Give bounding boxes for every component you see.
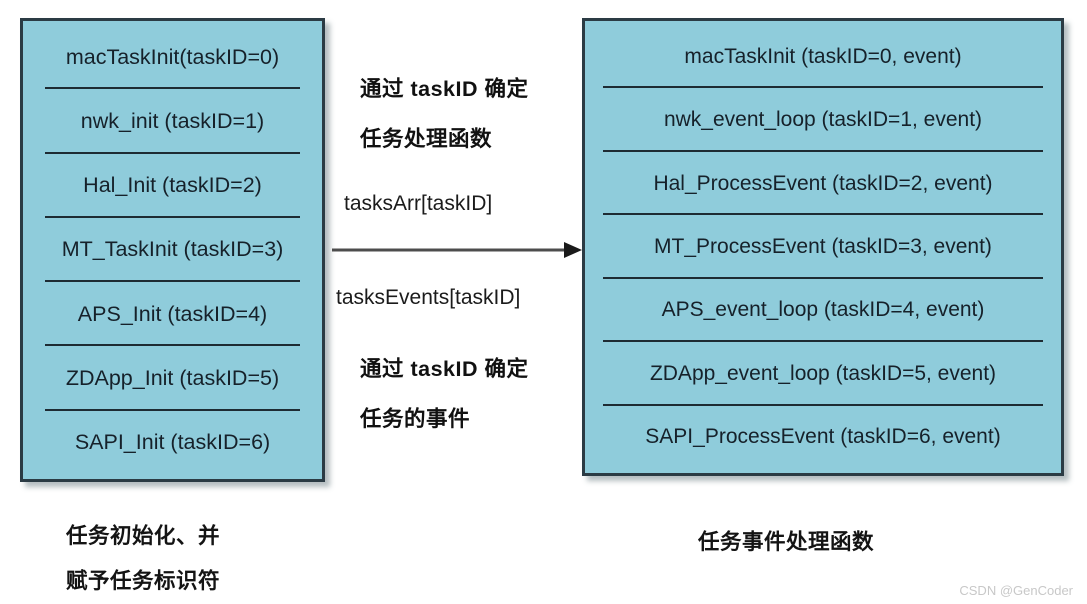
annotation-tasks-arr: tasksArr[taskID] bbox=[344, 192, 493, 215]
task-row: APS_Init (taskID=4) bbox=[23, 282, 322, 347]
annotation-tasks-events: tasksEvents[taskID] bbox=[336, 286, 521, 309]
task-row: nwk_init (taskID=1) bbox=[23, 89, 322, 154]
task-row: ZDApp_event_loop (taskID=5, event) bbox=[585, 342, 1061, 406]
task-row: Hal_Init (taskID=2) bbox=[23, 154, 322, 219]
caption-right: 任务事件处理函数 bbox=[698, 530, 875, 554]
annotation-bottom-line-2: 任务的事件 bbox=[360, 407, 471, 431]
annotation-bottom-line-1: 通过 taskID 确定 bbox=[360, 357, 529, 381]
task-row: Hal_ProcessEvent (taskID=2, event) bbox=[585, 152, 1061, 216]
watermark: CSDN @GenCoder bbox=[959, 583, 1073, 598]
task-row: APS_event_loop (taskID=4, event) bbox=[585, 279, 1061, 343]
task-row: ZDApp_Init (taskID=5) bbox=[23, 346, 322, 411]
task-row: macTaskInit (taskID=0, event) bbox=[585, 25, 1061, 89]
task-event-handler-box: macTaskInit (taskID=0, event) nwk_event_… bbox=[582, 18, 1064, 476]
caption-left-line-2: 赋予任务标识符 bbox=[66, 569, 221, 593]
caption-left-line-1: 任务初始化、并 bbox=[66, 524, 221, 548]
task-row: SAPI_Init (taskID=6) bbox=[74, 430, 271, 455]
task-row: nwk_event_loop (taskID=1, event) bbox=[585, 88, 1061, 153]
task-row: MT_ProcessEvent (taskID=3, event) bbox=[585, 215, 1061, 280]
flow-arrow-icon bbox=[332, 242, 582, 258]
annotation-top-line-2: 任务处理函数 bbox=[360, 127, 493, 151]
task-init-box: macTaskInit(taskID=0) nwk_init (taskID=1… bbox=[20, 18, 325, 482]
annotation-top-line-1: 通过 taskID 确定 bbox=[360, 77, 529, 101]
task-row: MT_TaskInit (taskID=3) bbox=[23, 218, 322, 283]
task-row: macTaskInit(taskID=0) bbox=[23, 25, 322, 90]
task-row: SAPI_ProcessEvent (taskID=6, event) bbox=[645, 425, 1001, 449]
